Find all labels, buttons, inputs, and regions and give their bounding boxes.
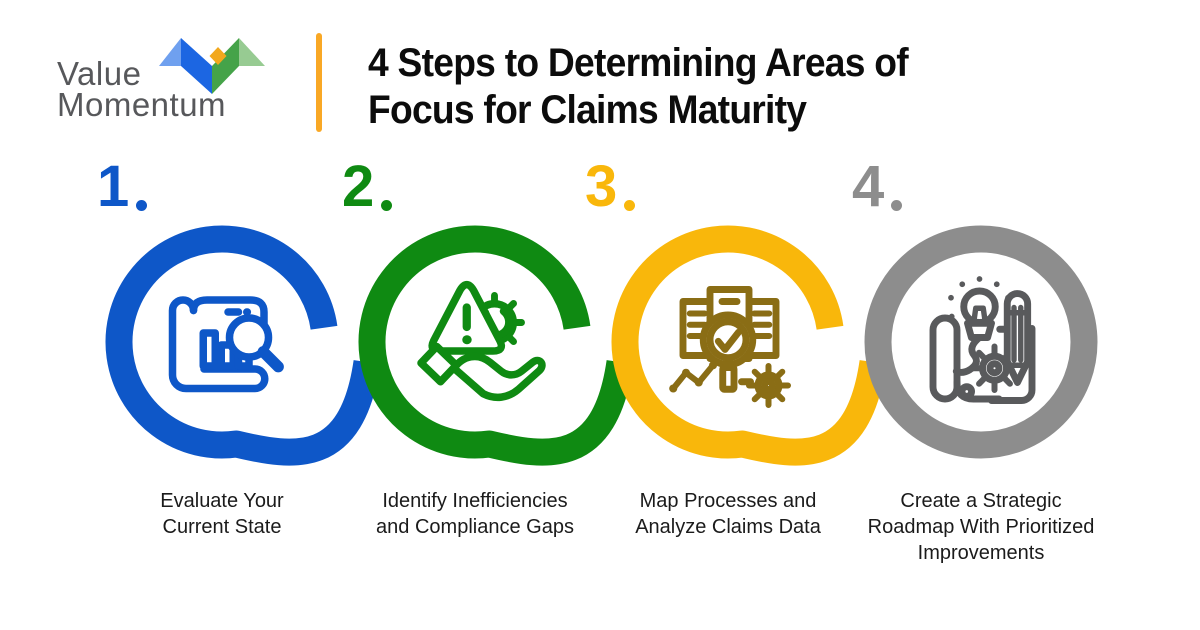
warning-gear-hand-icon xyxy=(417,280,546,402)
step-2-label-line2: and Compliance Gaps xyxy=(376,516,574,538)
step-4-numeral: 4 xyxy=(852,154,885,219)
step-3-number-period xyxy=(624,200,636,211)
step-3-label-line2: Analyze Claims Data xyxy=(635,516,821,538)
step-1-ring-connector xyxy=(105,225,381,466)
mark-green-stripe xyxy=(212,38,239,94)
scroll-bar-chart-magnifier-icon xyxy=(168,296,284,393)
step-4-icon-box xyxy=(906,267,1056,417)
page-title-line1: 4 Steps to Determining Areas of xyxy=(368,41,909,85)
step-3-number: 3 xyxy=(585,154,636,219)
documents-magnifier-check-icon xyxy=(669,286,791,408)
step-4-label-line1: Create a Strategic xyxy=(900,490,1062,512)
page-title: 4 Steps to Determining Areas of Focus fo… xyxy=(368,40,982,134)
step-4-label: Create a Strategic Roadmap With Prioriti… xyxy=(841,488,1121,566)
roadmap-blueprint-icon xyxy=(929,276,1036,404)
step-2-label-line1: Identify Inefficiencies xyxy=(382,490,568,512)
step-3-label: Map Processes and Analyze Claims Data xyxy=(598,488,858,540)
mark-light-green-triangle xyxy=(239,38,265,66)
step-4-label-line2: Roadmap With Prioritized xyxy=(867,516,1095,538)
step-2-label: Identify Inefficiencies and Compliance G… xyxy=(345,488,605,540)
step-4-ring xyxy=(864,225,1098,459)
step-3-ring-connector xyxy=(611,225,887,466)
step-2-icon-box xyxy=(400,267,550,417)
step-1-number-period xyxy=(136,200,148,211)
logo-line2: Momentum xyxy=(57,86,227,123)
page-title-line2: Focus for Claims Maturity xyxy=(368,88,807,132)
step-3-icon-box xyxy=(653,267,803,417)
step-1-label-line1: Evaluate Your xyxy=(160,490,284,512)
step-2-numeral: 2 xyxy=(342,154,375,219)
step-1-numeral: 1 xyxy=(97,154,130,219)
step-2-ring-connector xyxy=(358,225,634,466)
logo-line1: Value xyxy=(57,55,142,92)
step-4-number: 4 xyxy=(852,154,903,219)
valuemomentum-logo-text: Value Momentum xyxy=(57,55,227,123)
step-2-number-period xyxy=(381,200,393,211)
header-divider-line xyxy=(316,33,322,132)
step-1-number: 1 xyxy=(97,154,148,219)
step-2-number: 2 xyxy=(342,154,393,219)
mark-royal-blue-stripe xyxy=(181,38,212,94)
zigzag-dots xyxy=(669,361,718,393)
step-1-icon-box xyxy=(147,267,297,417)
step-4-label-line3: Improvements xyxy=(917,542,1045,564)
step-3-numeral: 3 xyxy=(585,154,618,219)
step-1-label-line2: Current State xyxy=(162,516,282,538)
mark-gold-diamond xyxy=(209,47,227,65)
mark-light-blue-triangle xyxy=(159,38,181,66)
step-4-number-period xyxy=(891,200,903,211)
step-1-label: Evaluate Your Current State xyxy=(92,488,352,540)
step-3-label-line1: Map Processes and xyxy=(639,490,817,512)
